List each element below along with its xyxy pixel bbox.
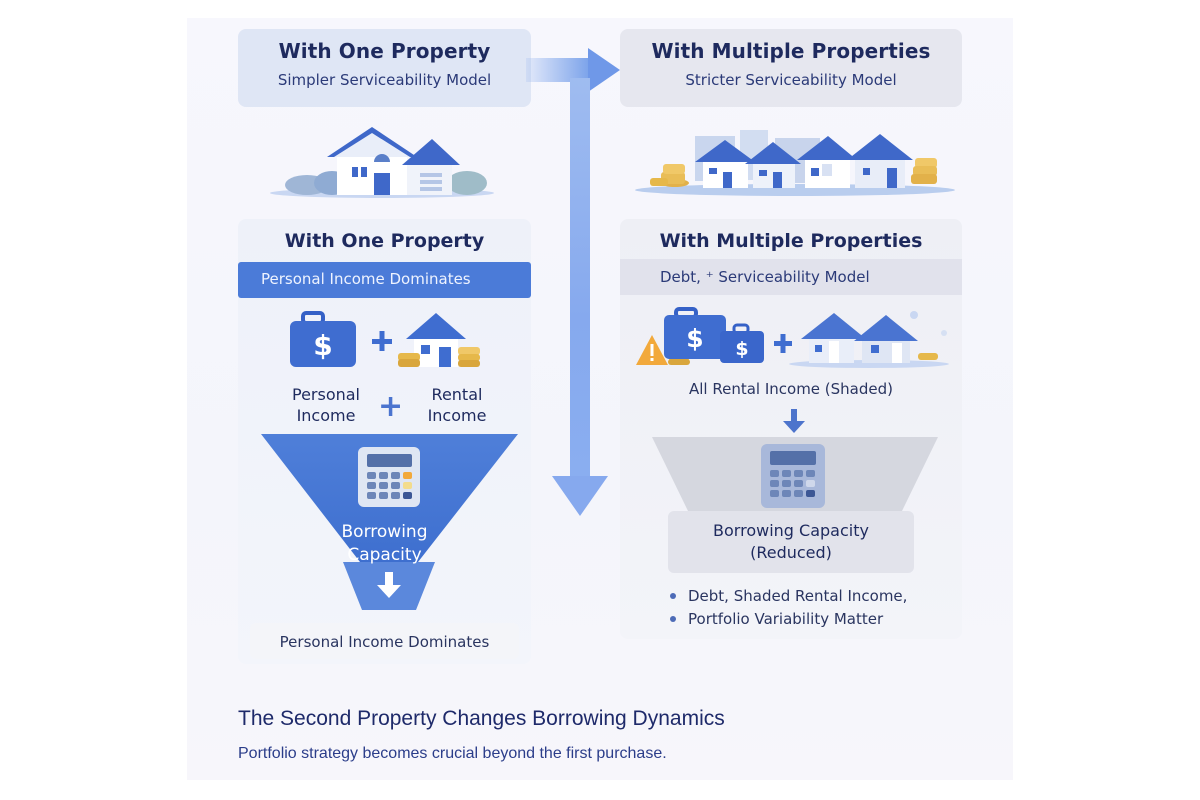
plus-icon <box>774 334 792 353</box>
factors-bullet-list: Debt, Shaded Rental Income, Portfolio Va… <box>668 585 907 631</box>
coins-icon <box>398 347 480 367</box>
houses-icon <box>789 311 949 368</box>
svg-text:$: $ <box>313 329 332 362</box>
one-property-header-card: With One Property Simpler Serviceability… <box>238 29 531 107</box>
one-property-panel: With One Property Personal Income Domina… <box>238 219 531 664</box>
bullet-item: Debt, Shaded Rental Income, <box>668 585 907 608</box>
multiple-houses-illustration-icon <box>635 130 955 196</box>
down-arrow-icon <box>570 78 590 478</box>
borrowing-capacity-reduced-box: Borrowing Capacity (Reduced) <box>668 511 914 573</box>
infographic-subtitle: Portfolio strategy becomes crucial beyon… <box>238 745 667 762</box>
down-arrow-head-icon <box>552 476 608 516</box>
multi-property-header-title: With Multiple Properties <box>651 39 931 63</box>
infographic-title: The Second Property Changes Borrowing Dy… <box>238 707 725 730</box>
multi-income-icons-row: $ $ <box>636 307 949 368</box>
right-arrow-head-icon <box>588 48 620 92</box>
multi-property-panel: With Multiple Properties Debt, ⁺ Service… <box>620 219 962 639</box>
warning-icon <box>636 335 668 365</box>
calculator-icon <box>761 444 825 508</box>
debt-serviceability-band: Debt, ⁺ Serviceability Model <box>620 259 962 295</box>
one-property-header-subtitle: Simpler Serviceability Model <box>277 71 492 89</box>
single-house-illustration-icon <box>270 127 494 198</box>
multi-property-panel-title: With Multiple Properties <box>659 230 923 252</box>
house-icon <box>406 313 466 367</box>
income-icons-row: $ <box>290 311 480 367</box>
one-property-panel-title: With One Property <box>284 230 485 252</box>
reduced-funnel-icon <box>652 409 938 511</box>
personal-income-dominates-band: Personal Income Dominates <box>238 262 531 298</box>
calculator-icon <box>358 447 420 507</box>
borrowing-funnel-icon <box>261 434 518 610</box>
borrowing-capacity-label: Borrowing Capacity <box>341 522 428 565</box>
multi-property-header-card: With Multiple Properties Stricter Servic… <box>620 29 962 107</box>
arrow-down-icon <box>377 572 401 598</box>
briefcase-dollar-icon: $ <box>290 311 356 367</box>
briefcase-dollar-icon: $ $ <box>664 307 764 363</box>
income-labels: Personal Income + Rental Income <box>238 384 531 432</box>
personal-income-label: Personal Income <box>291 385 360 425</box>
plus-icon: + <box>378 389 404 424</box>
svg-text:$: $ <box>686 324 703 353</box>
one-property-header-title: With One Property <box>278 39 491 63</box>
rental-income-label: Rental Income <box>427 385 487 425</box>
arrow-down-icon <box>783 409 805 433</box>
multi-property-header-subtitle: Stricter Serviceability Model <box>685 71 897 89</box>
plus-icon <box>372 331 392 351</box>
svg-text:$: $ <box>735 338 748 360</box>
bullet-item: Portfolio Variability Matter <box>668 608 907 631</box>
personal-income-dominates-footer: Personal Income Dominates <box>250 623 519 659</box>
all-rental-income-shaded-label: All Rental Income (Shaded) <box>688 380 894 398</box>
